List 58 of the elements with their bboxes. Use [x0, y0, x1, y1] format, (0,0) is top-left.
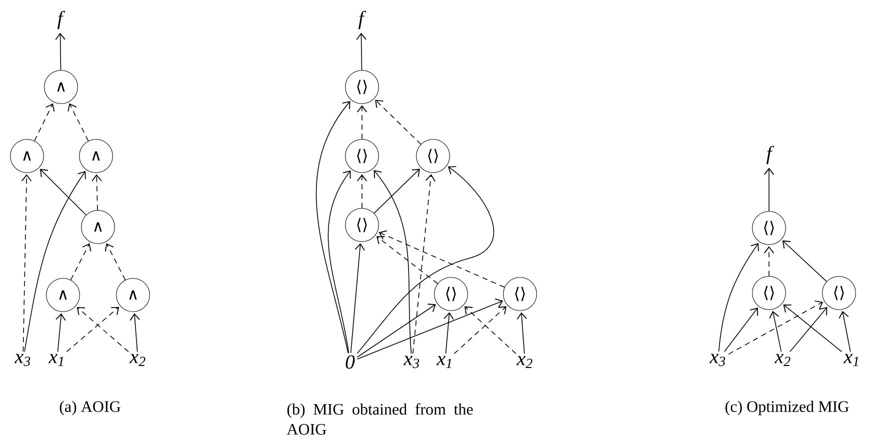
arrow	[34, 103, 55, 142]
arrow	[92, 174, 102, 210]
arrow	[516, 312, 527, 354]
arrow	[728, 300, 824, 355]
variable-label: x$_{2}$	[774, 354, 790, 366]
arrow	[356, 105, 368, 140]
arrow	[783, 304, 842, 352]
arrow	[718, 242, 759, 352]
arrow	[375, 100, 422, 145]
arrow	[76, 306, 129, 352]
variable-label: 0	[346, 355, 355, 369]
arrow	[356, 166, 494, 354]
caption: (b) MIG obtained from the AOIG	[286, 403, 473, 435]
caption: (a) AOIG	[60, 400, 120, 416]
arrow	[376, 236, 438, 284]
arrow	[769, 310, 782, 352]
arrow	[356, 32, 366, 70]
arrow	[350, 243, 365, 354]
arrow	[66, 306, 120, 352]
arrow	[764, 168, 774, 212]
arrow	[374, 170, 412, 354]
arrow	[130, 313, 140, 352]
arrow	[378, 230, 505, 288]
arrow	[356, 304, 436, 358]
arrow	[70, 243, 92, 280]
arrow	[328, 170, 351, 354]
arrow	[464, 306, 516, 354]
arrow	[21, 174, 32, 352]
arrow	[374, 168, 420, 214]
arrow	[764, 246, 774, 276]
variable-label: f	[57, 10, 66, 30]
variable-label: x$_{3}$	[709, 354, 726, 366]
variable-label: x$_{2}$	[129, 354, 146, 366]
variable-label: x$_{1}$	[436, 356, 452, 368]
variable-label: x$_{3}$	[403, 356, 420, 368]
arrow	[24, 170, 86, 352]
variable-label: x$_{2}$	[516, 356, 532, 368]
arrow	[104, 243, 126, 280]
arrow	[444, 312, 454, 354]
arrow	[782, 240, 827, 282]
arrow	[724, 308, 758, 352]
arrow	[55, 32, 66, 70]
arrow	[790, 307, 828, 352]
arrow	[356, 298, 504, 360]
variable-label: f	[358, 10, 366, 30]
arrow	[412, 174, 436, 354]
arrow	[838, 310, 851, 352]
variable-label: x$_{3}$	[14, 354, 30, 366]
arrow	[454, 306, 506, 354]
arrow	[356, 174, 368, 208]
variable-label: f	[766, 146, 774, 164]
arrow	[40, 168, 86, 216]
arrow	[56, 313, 66, 352]
variable-label: x$_{1}$	[843, 354, 858, 366]
caption: (c) Optimized MIG	[726, 400, 849, 416]
variable-label: x$_{1}$	[48, 354, 64, 366]
arrow	[316, 100, 350, 354]
arrow	[68, 103, 89, 142]
